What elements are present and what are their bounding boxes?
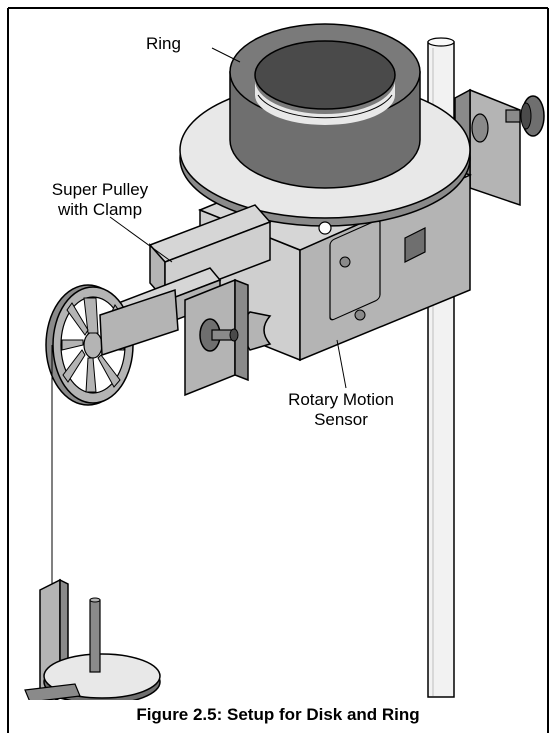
super-pulley-leader-line bbox=[109, 216, 173, 263]
ring bbox=[229, 23, 421, 189]
ring-label: Ring bbox=[146, 34, 181, 53]
apparatus-diagram bbox=[24, 23, 545, 700]
pulley-clamp-arm bbox=[98, 204, 272, 397]
mass-hanger bbox=[24, 578, 161, 700]
rotary-sensor-label-line2: Sensor bbox=[314, 410, 368, 429]
rotary-motion-sensor-label: Rotary Motion Sensor bbox=[266, 390, 416, 430]
ring-leader-line bbox=[211, 47, 241, 63]
rotary-sensor-label-line1: Rotary Motion bbox=[288, 390, 394, 409]
pulley-clamp-screw bbox=[199, 318, 239, 352]
super-pulley-label: Super Pulley with Clamp bbox=[40, 180, 160, 220]
super-pulley-label-line1: Super Pulley bbox=[51, 180, 149, 199]
thumbscrew-knob bbox=[505, 95, 545, 137]
super-pulley-wheel bbox=[45, 284, 179, 406]
rotary-sensor-leader-line bbox=[336, 339, 347, 389]
super-pulley-label-line2: with Clamp bbox=[57, 200, 143, 219]
figure-caption: Figure 2.5: Setup for Disk and Ring bbox=[136, 705, 420, 724]
